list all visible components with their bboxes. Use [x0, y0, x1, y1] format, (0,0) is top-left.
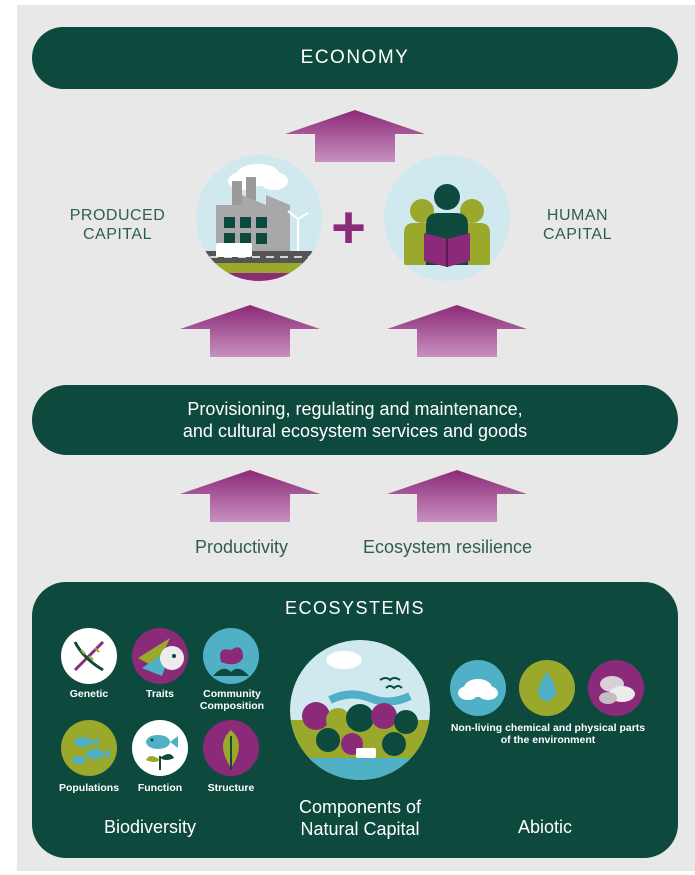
plus-sign: +	[331, 194, 367, 261]
dna-icon	[61, 628, 117, 684]
abiotic-caption: Non-living chemical and physical parts o…	[450, 722, 646, 746]
landscape-icon	[290, 640, 430, 780]
flower-icon	[203, 628, 259, 684]
economy-banner: ECONOMY	[32, 27, 678, 89]
bird-icon	[132, 628, 188, 684]
cloud-icon	[450, 660, 506, 716]
natural-capital-line2: Natural Capital	[300, 819, 420, 839]
arrow-to-produced-capital	[180, 305, 320, 357]
services-line2: and cultural ecosystem services and good…	[182, 421, 528, 441]
arrow-to-human-capital	[387, 305, 527, 357]
ecosystem-services-banner: Provisioning, regulating and maintenance…	[32, 385, 678, 455]
natural-capital-line1: Components of	[298, 797, 422, 817]
structure-label: Structure	[207, 782, 255, 794]
arrow-productivity	[180, 470, 320, 522]
produced-capital-line2: CAPITAL	[83, 226, 152, 243]
economy-label: ECONOMY	[300, 47, 410, 68]
produced-capital-label: PRODUCED CAPITAL	[60, 206, 175, 244]
fish-seedling-icon	[132, 720, 188, 776]
arrow-to-economy	[285, 110, 425, 162]
rocks-icon	[588, 660, 644, 716]
human-capital-line2: CAPITAL	[543, 226, 612, 243]
populations-label: Populations	[58, 782, 120, 794]
community-composition-label: Community Composition	[199, 688, 265, 712]
produced-capital-line1: PRODUCED	[69, 207, 166, 224]
productivity-label: Productivity	[195, 537, 289, 557]
human-capital-line1: HUMAN	[546, 207, 609, 224]
ecosystem-resilience-label: Ecosystem resilience	[363, 537, 533, 557]
water-drop-icon	[519, 660, 575, 716]
natural-capital-label: Components of Natural Capital	[270, 796, 450, 840]
services-line1: Provisioning, regulating and maintenance…	[187, 399, 523, 419]
ecosystems-title: ECOSYSTEMS	[284, 598, 426, 618]
factory-icon	[196, 155, 322, 281]
leaf-icon	[203, 720, 259, 776]
function-label: Function	[137, 782, 183, 794]
abiotic-label: Abiotic	[517, 817, 573, 837]
human-capital-label: HUMAN CAPITAL	[530, 206, 625, 244]
genetic-label: Genetic	[69, 688, 109, 700]
arrow-resilience	[387, 470, 527, 522]
traits-label: Traits	[145, 688, 174, 700]
biodiversity-label: Biodiversity	[103, 817, 197, 837]
fish-icon	[61, 720, 117, 776]
people-reading-icon	[384, 155, 510, 281]
